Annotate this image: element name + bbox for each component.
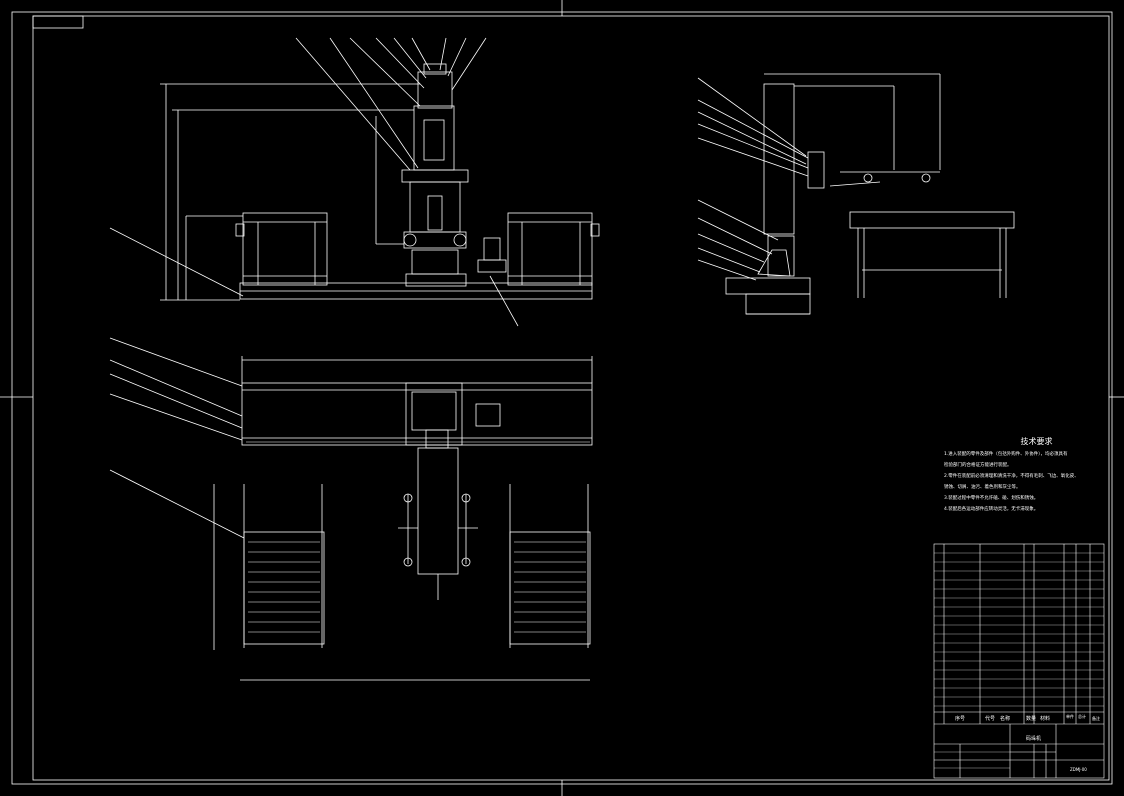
pallet-slats — [246, 441, 590, 633]
technical-notes-title: 技术要求 — [1020, 437, 1053, 446]
note-line: 2.零件在装配前必须清理和清洗干净，不得有毛刺、飞边、氧化皮、 — [944, 474, 1079, 479]
corner-label-box — [32, 15, 84, 29]
side-view — [697, 73, 1015, 315]
front-view — [109, 37, 600, 327]
outer-border — [11, 11, 1113, 785]
note-line: 锈蚀、切屑、油污、着色剂和灰尘等。 — [944, 485, 1021, 490]
drawing-number: ZDMJ-00 — [1070, 767, 1087, 772]
inner-border — [32, 15, 1110, 781]
note-line: 检验部门的合格证方能进行装配。 — [944, 463, 1012, 468]
tb-col-no: 序号 — [955, 715, 965, 722]
note-line: 4.装配后各运动部件应转动灵活，无卡滞现象。 — [944, 507, 1039, 512]
tb-col-code: 代号 — [985, 715, 995, 722]
tb-col-unit: 单件 — [1066, 713, 1074, 719]
technical-notes: 技术要求 1.进入装配的零件及部件（包括外购件、外协件），均必须具有 检验部门的… — [944, 436, 1109, 515]
top-view — [109, 337, 593, 681]
tb-col-total: 总计 — [1078, 713, 1086, 719]
tb-col-qty: 数量 — [1026, 715, 1036, 722]
note-line: 1.进入装配的零件及部件（包括外购件、外协件），均必须具有 — [944, 452, 1068, 457]
tb-col-name: 名称 — [1000, 715, 1010, 722]
parts-list-rows — [934, 552, 1104, 769]
tb-col-remark: 备注 — [1092, 715, 1100, 721]
note-line: 3.装配过程中零件不允许磕、碰、划伤和锈蚀。 — [944, 496, 1039, 501]
drawing-name: 码垛机 — [1026, 735, 1041, 742]
tb-col-material: 材料 — [1040, 715, 1050, 722]
